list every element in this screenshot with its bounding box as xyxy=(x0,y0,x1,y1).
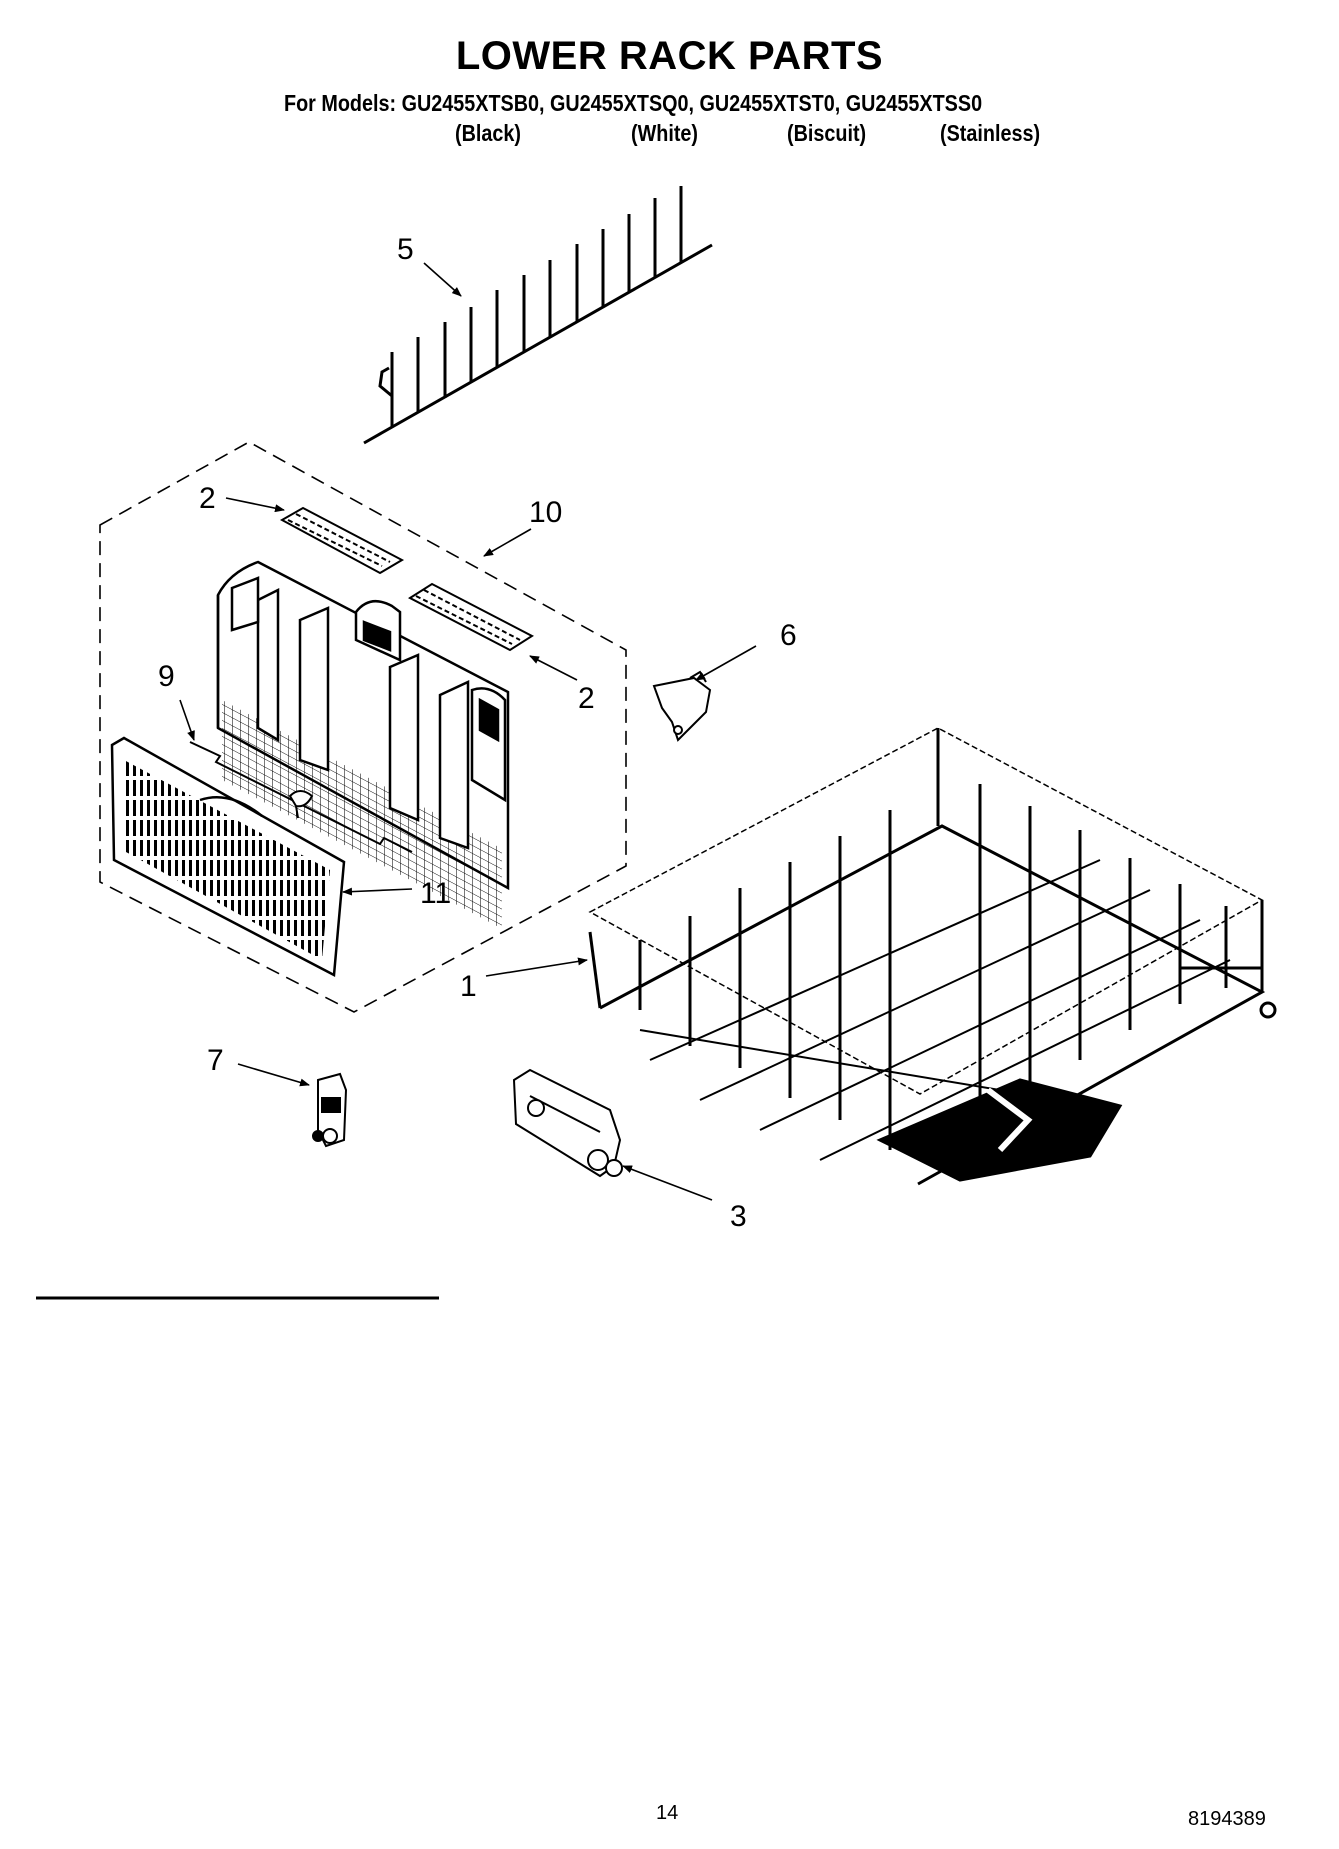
silverware-basket-part xyxy=(216,560,510,929)
callout-10: 10 xyxy=(529,496,562,529)
rack-roller-3-part xyxy=(512,1068,623,1178)
callout-3: 3 xyxy=(730,1200,747,1233)
page-number: 14 xyxy=(656,1802,679,1824)
callout-2-b: 2 xyxy=(578,682,595,715)
leader-lines xyxy=(179,262,757,1201)
basket-lid-part-b xyxy=(408,582,534,652)
basket-cover-part xyxy=(110,736,346,977)
page-title: LOWER RACK PARTS xyxy=(455,34,884,78)
callout-1: 1 xyxy=(460,970,477,1003)
basket-clip-part xyxy=(189,741,413,853)
model-numbers: For Models: GU2455XTSB0, GU2455XTSQ0, GU… xyxy=(284,90,983,116)
document-number: 8194389 xyxy=(1188,1808,1266,1830)
callout-6: 6 xyxy=(780,619,797,652)
color-biscuit: (Biscuit) xyxy=(787,120,867,146)
color-black: (Black) xyxy=(455,120,521,146)
callout-2-a: 2 xyxy=(199,482,216,515)
basket-lid-part-a xyxy=(279,506,405,575)
rack-wheel-7-part xyxy=(312,1072,348,1148)
callout-7: 7 xyxy=(207,1044,224,1077)
callout-11: 11 xyxy=(420,877,451,910)
lower-rack-part xyxy=(588,727,1277,1186)
assembly-boundary xyxy=(99,441,627,1013)
basket-clip-6-part xyxy=(652,670,712,742)
callout-5: 5 xyxy=(397,233,414,266)
callout-9: 9 xyxy=(158,660,175,693)
tine-row-part xyxy=(363,186,713,445)
color-stainless: (Stainless) xyxy=(940,120,1041,146)
color-white: (White) xyxy=(631,120,699,146)
